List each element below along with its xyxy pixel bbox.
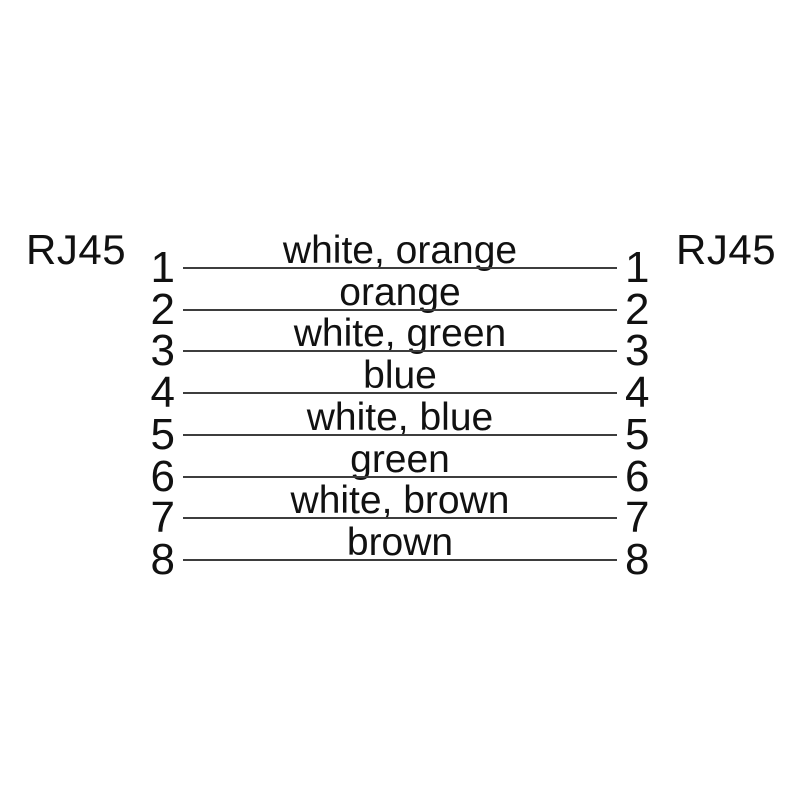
wire-color-label: green (350, 438, 450, 481)
wire-line (183, 559, 617, 561)
wire-color-label: white, blue (306, 396, 494, 439)
pin-number-left: 4 (150, 368, 175, 417)
pin-number-left: 5 (150, 410, 175, 459)
pin-row-1: 1 white, orange 1 (0, 231, 800, 292)
pin-row-5: 5 white, blue 5 (0, 398, 800, 459)
pin-number-right: 8 (625, 535, 650, 584)
wire-line (183, 517, 617, 519)
wire-line (183, 476, 617, 478)
wire-color-label: white, brown (290, 479, 510, 522)
pin-number-left: 2 (150, 285, 175, 334)
wire-line (183, 350, 617, 352)
wire-line (183, 392, 617, 394)
wire-line (183, 309, 617, 311)
wire-color-label: brown (346, 521, 454, 564)
wire-color-label: white, green (293, 312, 507, 355)
wire-color-label: orange (339, 271, 461, 314)
pin-row-3: 3 white, green 3 (0, 314, 800, 375)
pin-number-right: 4 (625, 368, 650, 417)
pin-row-4: 4 blue 4 (0, 356, 800, 417)
pin-row-8: 8 brown 8 (0, 523, 800, 584)
wire-color-label: white, orange (282, 229, 518, 272)
pin-number-right: 3 (625, 326, 650, 375)
left-connector-label: RJ45 (26, 226, 127, 273)
pin-number-right: 7 (625, 493, 650, 542)
pin-number-right: 2 (625, 285, 650, 334)
pin-number-right: 1 (625, 243, 650, 292)
pin-number-left: 1 (150, 243, 175, 292)
wire-line (183, 434, 617, 436)
pin-number-left: 7 (150, 493, 175, 542)
pin-row-6: 6 green 6 (0, 440, 800, 501)
pin-number-left: 8 (150, 535, 175, 584)
pin-row-7: 7 white, brown 7 (0, 481, 800, 542)
pin-number-left: 6 (150, 452, 175, 501)
pin-row-2: 2 orange 2 (0, 273, 800, 334)
right-connector-label: RJ45 (676, 226, 777, 273)
pin-number-right: 5 (625, 410, 650, 459)
pin-number-left: 3 (150, 326, 175, 375)
wire-color-label: blue (363, 354, 437, 397)
wire-line (183, 267, 617, 269)
pin-number-right: 6 (625, 452, 650, 501)
